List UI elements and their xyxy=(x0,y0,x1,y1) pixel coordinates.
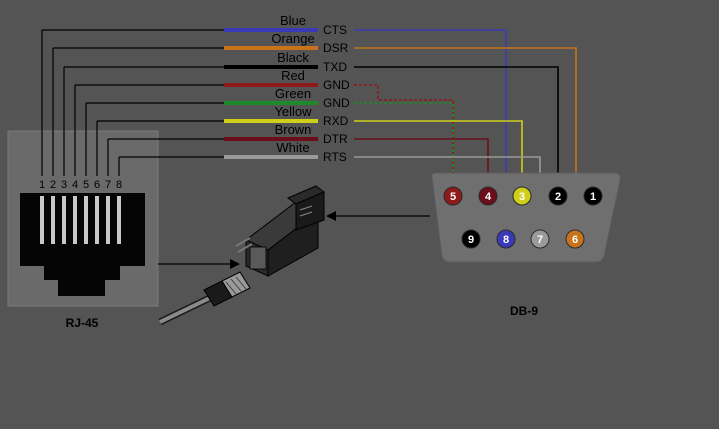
rj45-contact xyxy=(40,196,44,244)
db9-pin-label: 6 xyxy=(572,234,578,246)
wire-color-name: Green xyxy=(275,86,311,101)
wire-to-db9 xyxy=(354,138,489,187)
wire-to-db9 xyxy=(354,102,454,187)
rj45-contact xyxy=(84,196,88,244)
rj45-label: RJ-45 xyxy=(66,316,99,330)
wire-signal-name: TXD xyxy=(323,60,347,74)
rj45-pin-label: 2 xyxy=(50,179,56,191)
rj45-contact xyxy=(62,196,66,244)
rj45-plug-cable-illustration xyxy=(158,271,251,326)
wire-color-name: Yellow xyxy=(274,104,312,119)
wire-signal-name: CTS xyxy=(323,23,347,37)
wire-color-name: Red xyxy=(281,68,305,83)
wire-color-name: Black xyxy=(277,50,309,65)
wire-to-db9 xyxy=(354,47,577,230)
db9-pin xyxy=(478,186,498,206)
db9-pin xyxy=(530,229,550,249)
rj45-pin-label: 4 xyxy=(72,179,78,191)
arrow-db9-to-adapter xyxy=(326,211,430,221)
db9-pin-label: 7 xyxy=(537,234,543,246)
rj45-pin-label: 3 xyxy=(61,179,67,191)
db9-pin xyxy=(548,186,568,206)
db9-pin xyxy=(496,229,516,249)
db9-pin-label: 1 xyxy=(590,191,596,203)
rj45-pin-label: 6 xyxy=(94,179,100,191)
wire-signal-name: GND xyxy=(323,96,350,110)
rj45-contact xyxy=(117,196,121,244)
db9-pin-label: 3 xyxy=(519,191,525,203)
rj45-pin-label: 8 xyxy=(116,179,122,191)
arrow-rj45-to-adapter xyxy=(158,259,240,269)
wire-to-db9 xyxy=(354,120,523,187)
db9-shell xyxy=(431,172,621,263)
db9-pin xyxy=(512,186,532,206)
db9-label: DB-9 xyxy=(510,304,538,318)
wire-signal-name: DTR xyxy=(323,132,348,146)
rj45-contact xyxy=(95,196,99,244)
db9-pin xyxy=(443,186,463,206)
rj45-pin-label: 1 xyxy=(39,179,45,191)
wire-color-name: Orange xyxy=(271,31,314,46)
db9-pin xyxy=(565,229,585,249)
rj45-contact xyxy=(73,196,77,244)
wire-color-name: Blue xyxy=(280,13,306,28)
db9-pin xyxy=(461,229,481,249)
wire-to-db9 xyxy=(354,84,454,187)
db9-pin-label: 2 xyxy=(555,191,561,203)
db9-pin-label: 8 xyxy=(503,234,509,246)
db9-pin xyxy=(583,186,603,206)
db9-connector: 5 4 3 2 1 9 8 7 6 DB-9 xyxy=(431,172,621,318)
wire-color-name: White xyxy=(276,140,309,155)
rj45-pin-label: 7 xyxy=(105,179,111,191)
rj45-contact xyxy=(106,196,110,244)
wire-to-db9 xyxy=(354,66,559,187)
wire-signal-name: RTS xyxy=(323,150,347,164)
wire-signal-name: RXD xyxy=(323,114,349,128)
wire-color-name: Brown xyxy=(275,122,312,137)
rj45-contact xyxy=(51,196,55,244)
rj45-pin-label: 5 xyxy=(83,179,89,191)
db9-pin-label: 9 xyxy=(468,234,474,246)
db9-rj45-adapter-illustration xyxy=(235,185,325,277)
wire-to-db9 xyxy=(354,29,507,230)
wire-signal-name: GND xyxy=(323,78,350,92)
db9-pin-label: 4 xyxy=(485,191,492,203)
db9-pin-label: 5 xyxy=(450,191,456,203)
wire-signal-name: DSR xyxy=(323,41,349,55)
